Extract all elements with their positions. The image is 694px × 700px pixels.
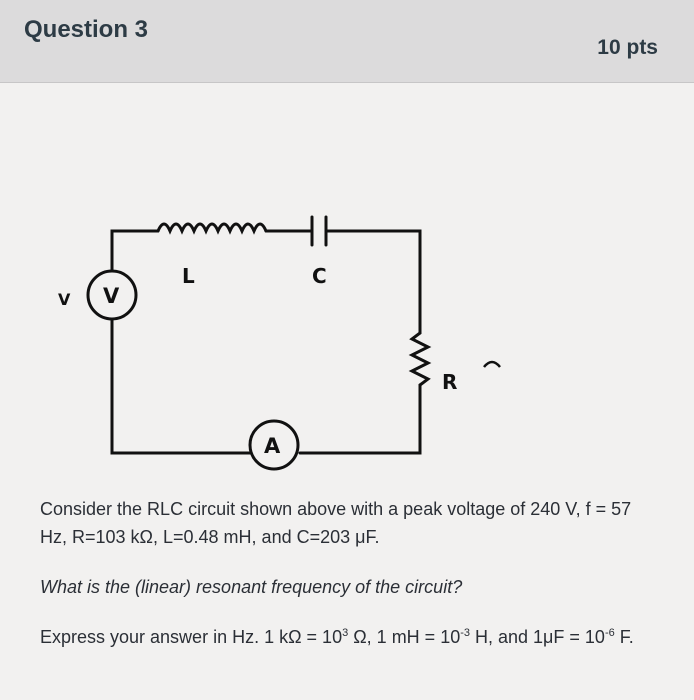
question-header: Question 3 10 pts	[0, 0, 694, 83]
inductor-coil	[156, 222, 268, 235]
voltmeter-label: V	[103, 284, 120, 308]
question-paragraph-3: Express your answer in Hz. 1 kΩ = 103 Ω,…	[40, 623, 650, 651]
question-paragraph-1: Consider the RLC circuit shown above wit…	[40, 499, 632, 547]
paragraph3-exp1: 3	[342, 627, 349, 639]
wire-top-right	[324, 229, 422, 335]
ammeter-label: A	[264, 434, 281, 458]
paragraph3-part2: Ω, 1 mH = 10	[348, 627, 461, 647]
wire-top-left	[110, 229, 160, 237]
paragraph3-part3: H, and 1μF = 10	[470, 627, 605, 647]
question-title: Question 3	[24, 16, 149, 43]
question-paragraph-2: What is the (linear) resonant frequency …	[40, 577, 463, 597]
rlc-circuit-diagram: L C R V V A	[58, 215, 501, 471]
source-label: V	[58, 290, 71, 309]
question-content: L C R V V A Consider the RLC circuit sho…	[0, 83, 694, 700]
wire-bottom-left	[110, 317, 252, 455]
inductor-label: L	[182, 264, 195, 288]
wire-right	[298, 383, 422, 455]
paragraph3-exp3: -6	[604, 627, 615, 639]
capacitor-label: C	[312, 264, 327, 288]
resistor-label: R	[442, 370, 457, 394]
paragraph3-part4: F.	[614, 627, 634, 647]
ammeter-circle	[248, 419, 300, 471]
paragraph3-part1: Express your answer in Hz. 1 kΩ = 10	[40, 627, 343, 647]
resistor-mark	[483, 360, 501, 368]
question-points: 10 pts	[597, 36, 658, 59]
paragraph3-exp2: -3	[460, 627, 470, 639]
resistor-zigzag	[408, 331, 432, 387]
